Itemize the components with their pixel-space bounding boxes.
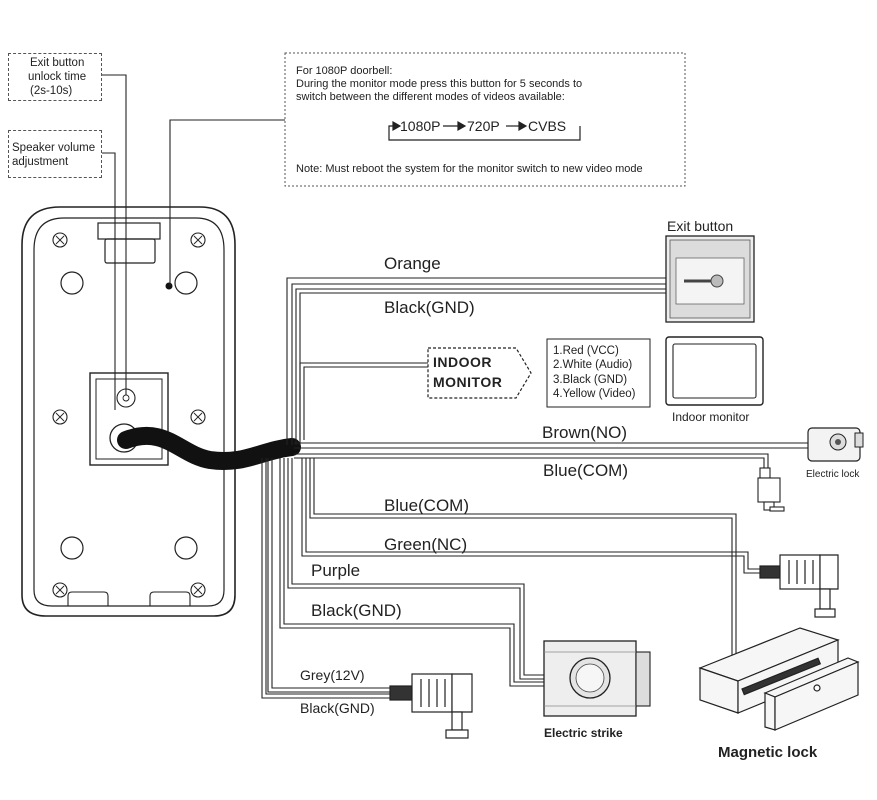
pin-1: 1.Red (VCC) (553, 345, 619, 357)
pin-list-box (546, 338, 651, 408)
exit-time-line1: Exit button (30, 57, 85, 69)
speaker-line2: adjustment (12, 156, 69, 168)
pin-4: 4.Yellow (Video) (553, 388, 636, 400)
electric-strike-label: Electric strike (544, 726, 623, 740)
wire-purple-label: Purple (311, 561, 361, 580)
exit-time-line2: unlock time (28, 71, 87, 83)
exit-button-device (665, 235, 755, 323)
note-footer: Note: Must reboot the system for the mon… (296, 163, 643, 175)
electric-lock-label: Electric lock (806, 469, 860, 480)
wire-grey-label: Grey(12V) (300, 667, 365, 683)
magnetic-lock-device (698, 627, 860, 731)
lock-power-plug (757, 467, 785, 512)
note-line3: switch between the different modes of vi… (296, 91, 565, 103)
doorbell-panel (21, 206, 236, 617)
indoor-monitor-connector (427, 347, 532, 399)
connector-label-line1: INDOOR (433, 354, 492, 370)
pin-2: 2.White (Audio) (553, 359, 633, 371)
electric-strike-device (543, 640, 651, 717)
exit-time-callout (8, 53, 102, 101)
wire-blue-com-1-label: Blue(COM) (543, 461, 629, 480)
indoor-monitor-device (665, 336, 764, 406)
cable (117, 426, 301, 470)
mode-720p: 720P (467, 118, 500, 134)
wire-blue-com-2-label: Blue(COM) (384, 496, 470, 515)
exit-button-label: Exit button (667, 218, 734, 234)
main-power-adapter (389, 673, 473, 739)
wire-green-label: Green(NC) (384, 535, 468, 554)
wires (261, 277, 808, 699)
callout-leaders (102, 74, 285, 410)
magnetic-lock-label: Magnetic lock (718, 744, 818, 761)
electric-lock-device (807, 427, 864, 462)
exit-time-line3: (2s-10s) (30, 85, 73, 97)
mode-1080p: 1080P (400, 118, 441, 134)
wire-black-gnd-power-label: Black(GND) (300, 700, 375, 716)
wire-orange-label: Orange (384, 254, 441, 273)
note-box (284, 52, 686, 187)
pin-3: 3.Black (GND) (553, 374, 628, 386)
wire-black-gnd-exit-label: Black(GND) (384, 298, 475, 317)
speaker-callout (8, 130, 102, 178)
note-line1: For 1080P doorbell: (296, 65, 393, 77)
speaker-line1: Speaker volume (12, 142, 96, 154)
mode-cvbs: CVBS (528, 118, 567, 134)
note-line2: During the monitor mode press this butto… (296, 78, 583, 90)
wire-black-gnd-strike-label: Black(GND) (311, 601, 402, 620)
mode-cycle (388, 120, 581, 141)
indoor-monitor-label: Indoor monitor (672, 410, 750, 424)
maglock-power-adapter (759, 554, 839, 618)
wire-brown-label: Brown(NO) (542, 423, 628, 442)
connector-label-line2: MONITOR (433, 374, 503, 390)
